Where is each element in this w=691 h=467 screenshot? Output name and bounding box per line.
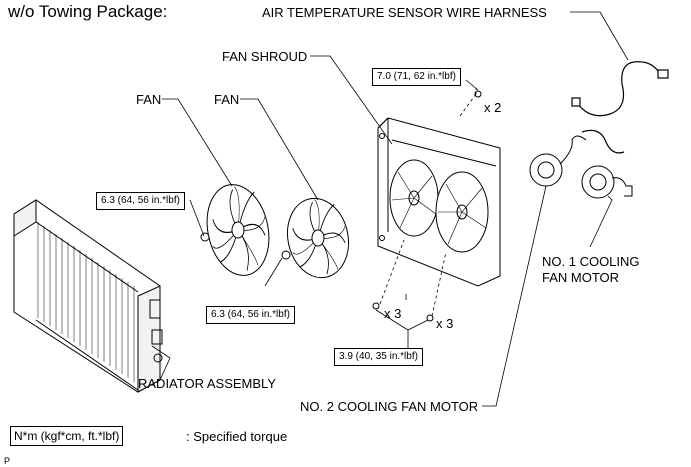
radiator-drawing [13,199,163,393]
label-no1-motor-line1: NO. 1 COOLING [542,254,640,269]
torque-fan-right-nut: 6.3 (64, 56 in.*lbf) [206,306,295,324]
leader-lines [151,11,629,407]
label-no2-motor: NO. 2 COOLING FAN MOTOR [300,399,479,414]
label-radiator-assembly: RADIATOR ASSEMBLY [138,376,276,391]
air-temp-harness-drawing [571,61,669,154]
legend-units-box: N*m (kgf*cm, ft.*lbf) [10,426,124,446]
bolts-drawing [372,90,482,322]
label-fan-shroud: FAN SHROUD [222,49,308,64]
qty-motor-bolts-right: x 3 [436,316,454,331]
footer-code: P [4,456,11,466]
qty-motor-bolts-left: x 3 [384,306,402,321]
label-air-temp-harness: AIR TEMPERATURE SENSOR WIRE HARNESS [262,5,547,20]
page-title: w/o Towing Package: [8,2,168,21]
label-no1-motor-line2: FAN MOTOR [542,270,620,285]
no1-motor-drawing [581,165,633,199]
fan-shroud-drawing [377,117,501,287]
label-fan-left: FAN [136,92,162,107]
legend-text: : Specified torque [186,429,288,444]
qty-shroud-bolts: x 2 [484,100,502,115]
torque-motor-bolts: 3.9 (40, 35 in.*lbf) [334,348,423,366]
torque-fan-left-nut: 6.3 (64, 56 in.*lbf) [96,192,185,210]
no2-motor-drawing [529,135,587,187]
label-fan-right: FAN [214,92,240,107]
fan-left-drawing [200,184,270,276]
fan-right-drawing [281,197,350,279]
torque-shroud-bolts: 7.0 (71, 62 in.*lbf) [372,68,461,86]
